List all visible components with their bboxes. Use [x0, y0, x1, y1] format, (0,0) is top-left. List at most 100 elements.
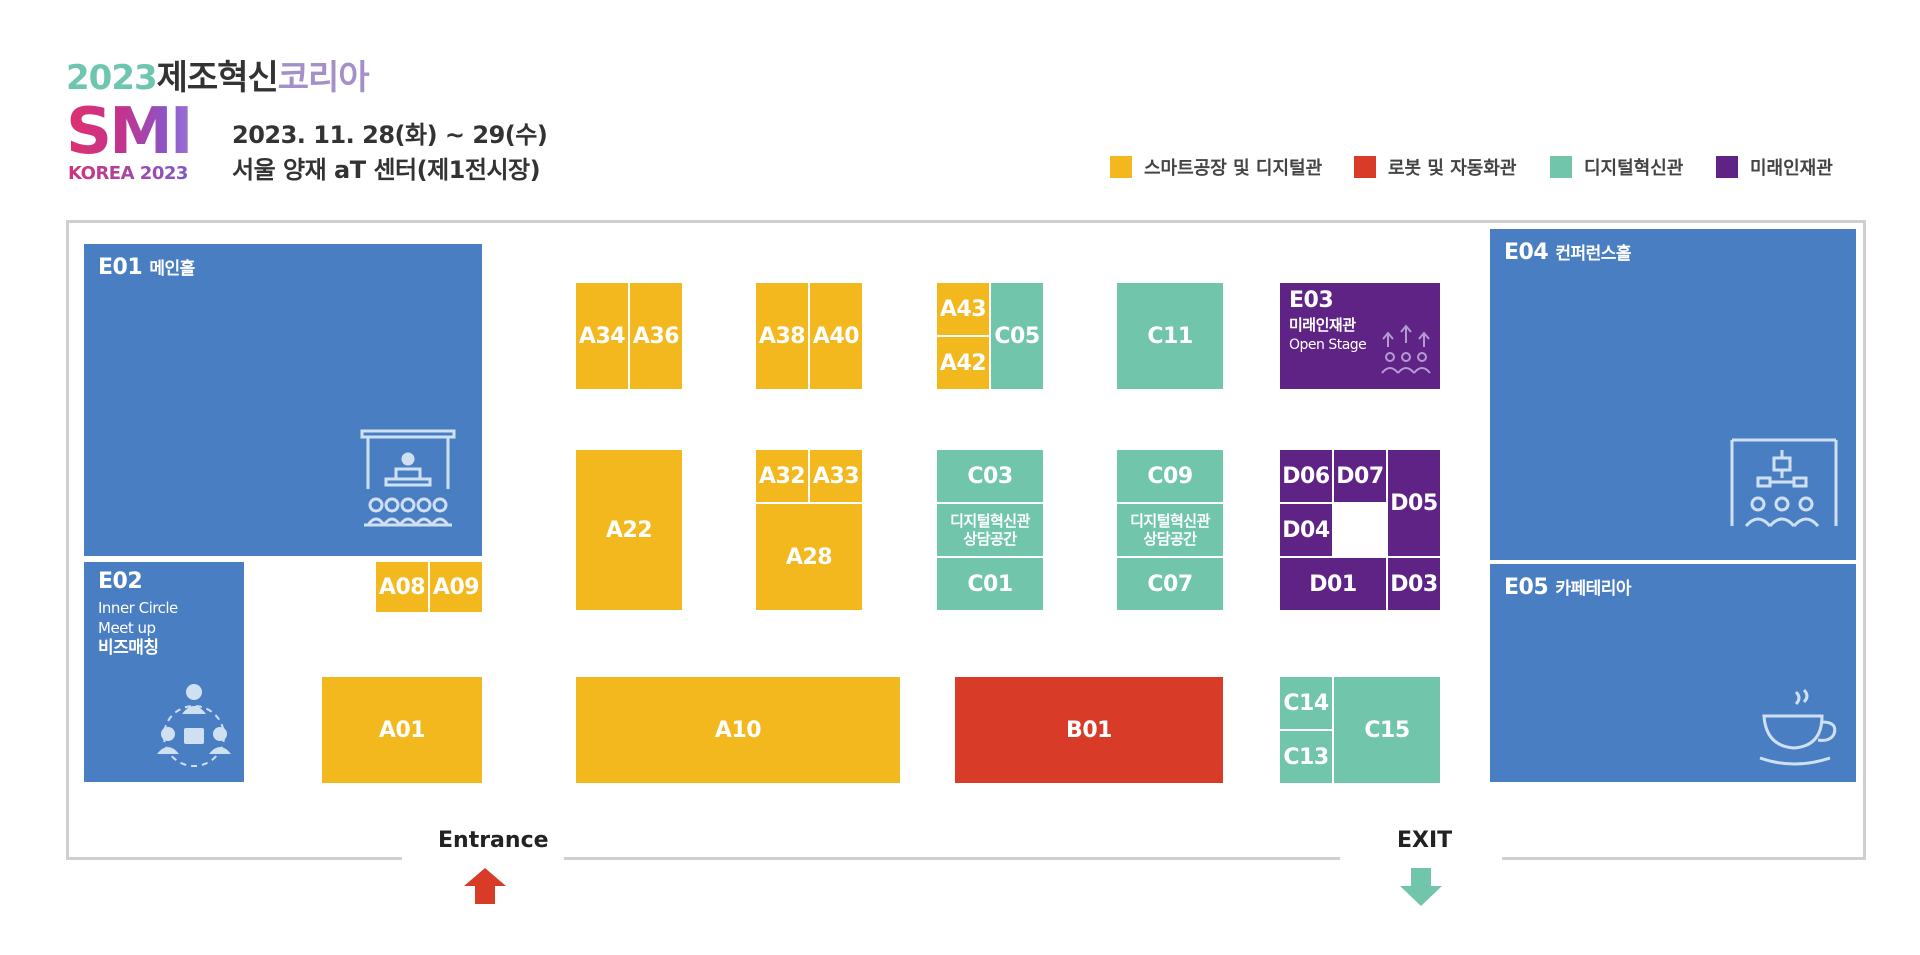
booth-a10[interactable]: A10 — [576, 677, 900, 783]
title-sub: 코리아 — [277, 58, 370, 98]
booth-a22[interactable]: A22 — [576, 450, 682, 610]
entrance-arrow-icon — [464, 868, 506, 904]
booth-a42[interactable]: A42 — [937, 337, 989, 389]
booth-c09[interactable]: C09 — [1117, 450, 1223, 502]
booth-a43[interactable]: A43 — [937, 283, 989, 335]
hall-e03-line2: Open Stage — [1289, 337, 1367, 353]
hall-code: E01 — [98, 255, 143, 280]
entrance-gap — [402, 856, 564, 864]
legend-label: 디지털혁신관 — [1584, 158, 1684, 179]
consultation-area-left[interactable]: 디지털혁신관 상담공간 — [937, 504, 1043, 556]
booth-a08[interactable]: A08 — [378, 574, 426, 600]
booth-group-c14-c13-c15: C14 C13 C15 — [1280, 677, 1440, 783]
booth-a09[interactable]: A09 — [432, 574, 480, 600]
event-title: 2023제조혁신코리아 — [66, 50, 370, 99]
hall-code: E04 — [1504, 240, 1549, 265]
divider — [756, 502, 862, 504]
booth-c14[interactable]: C14 — [1280, 677, 1332, 729]
booth-a08-a09: A08 A09 — [376, 562, 482, 612]
consultation-area-right[interactable]: 디지털혁신관 상담공간 — [1117, 504, 1223, 556]
hall-e03[interactable]: E03 미래인재관 Open Stage — [1280, 283, 1440, 389]
booth-group-d: D06 D07 D05 D04 D01 D03 — [1280, 450, 1440, 610]
booth-a32[interactable]: A32 — [758, 463, 806, 489]
booth-d04[interactable]: D04 — [1280, 504, 1332, 556]
booth-group-c09-c07: C09 디지털혁신관 상담공간 C07 — [1117, 450, 1223, 610]
legend-swatch — [1354, 156, 1376, 178]
legend-swatch — [1550, 156, 1572, 178]
hall-e02-line2: Meet up — [98, 619, 156, 637]
hall-e03-line1: 미래인재관 — [1289, 316, 1356, 334]
growth-people-icon — [1381, 324, 1431, 374]
legend-swatch — [1716, 156, 1738, 178]
hall-e03-label: E03 미래인재관 Open Stage — [1289, 288, 1367, 355]
divider — [428, 562, 430, 612]
networking-group-icon — [157, 684, 231, 767]
legend-label: 스마트공장 및 디지털관 — [1144, 158, 1323, 179]
legend-swatch — [1110, 156, 1132, 178]
booth-c03[interactable]: C03 — [937, 450, 1043, 502]
booth-a28[interactable]: A28 — [785, 544, 833, 570]
booth-c11[interactable]: C11 — [1117, 283, 1223, 389]
entrance-label: Entrance — [438, 828, 549, 853]
legend-item-future-talent: 미래인재관 — [1716, 155, 1833, 179]
hall-e02-line1: Inner Circle — [98, 599, 178, 617]
booth-a33[interactable]: A33 — [812, 463, 860, 489]
booth-d05[interactable]: D05 — [1388, 450, 1440, 556]
booth-b01[interactable]: B01 — [955, 677, 1223, 783]
booth-c15[interactable]: C15 — [1334, 677, 1440, 783]
booth-a01[interactable]: A01 — [322, 677, 482, 783]
hall-e04[interactable]: E04 컨퍼런스홀 — [1490, 229, 1856, 560]
booth-group-a38-a40: A38 A40 — [756, 283, 862, 389]
booth-d01[interactable]: D01 — [1280, 558, 1386, 610]
hall-name: 컨퍼런스홀 — [1555, 244, 1632, 264]
divider — [628, 283, 630, 389]
coffee-cup-icon — [1759, 688, 1837, 766]
divider — [808, 450, 810, 502]
hall-e05-label: E05 카페테리아 — [1504, 574, 1632, 600]
smi-logo: SMI KOREA 2023 — [66, 97, 216, 187]
conference-screen-icon — [1730, 438, 1838, 528]
event-venue: 서울 양재 aT 센터(제1전시장) — [232, 156, 541, 184]
hall-code: E05 — [1504, 575, 1549, 600]
hall-name: 카페테리아 — [1555, 579, 1632, 599]
exit-label: EXIT — [1397, 828, 1453, 853]
booth-c13[interactable]: C13 — [1280, 731, 1332, 783]
exit-arrow-icon — [1400, 868, 1442, 906]
title-main: 제조혁신 — [156, 58, 279, 98]
presentation-stage-icon — [360, 429, 456, 527]
hall-code: E03 — [1289, 288, 1334, 313]
legend-item-robot: 로봇 및 자동화관 — [1354, 155, 1516, 179]
hall-e05[interactable]: E05 카페테리아 — [1490, 564, 1856, 782]
legend-item-digital-innovation: 디지털혁신관 — [1550, 155, 1683, 179]
logo-smi-text: SMI — [66, 95, 194, 169]
title-year: 2023 — [66, 58, 158, 98]
hall-name: 메인홀 — [149, 259, 195, 279]
hall-code: E02 — [98, 569, 143, 594]
booth-a38[interactable]: A38 — [758, 323, 806, 349]
booth-d03[interactable]: D03 — [1388, 558, 1440, 610]
event-date: 2023. 11. 28(화) ~ 29(수) — [232, 121, 548, 149]
booth-group-a43-a42-c05: A43 A42 C05 — [937, 283, 1043, 389]
booth-a34[interactable]: A34 — [578, 323, 626, 349]
booth-c05[interactable]: C05 — [991, 283, 1043, 389]
booth-group-a34-a36: A34 A36 — [576, 283, 682, 389]
booth-a40[interactable]: A40 — [812, 323, 860, 349]
booth-c07[interactable]: C07 — [1117, 558, 1223, 610]
booth-group-a32-a33-a28: A32 A33 A28 — [756, 450, 862, 610]
hall-e01[interactable]: E01 메인홀 — [84, 244, 482, 556]
booth-c01[interactable]: C01 — [937, 558, 1043, 610]
exhibition-hall-outline — [66, 220, 1866, 860]
booth-group-c03-c01: C03 디지털혁신관 상담공간 C01 — [937, 450, 1043, 610]
divider — [808, 283, 810, 389]
logo-korea-text: KOREA 2023 — [68, 163, 188, 184]
hall-e02[interactable]: E02 Inner Circle Meet up 비즈매칭 — [84, 562, 244, 782]
hall-e04-label: E04 컨퍼런스홀 — [1504, 239, 1632, 265]
booth-a36[interactable]: A36 — [632, 323, 680, 349]
booth-d06[interactable]: D06 — [1280, 450, 1332, 502]
hall-e02-line3: 비즈매칭 — [98, 638, 159, 658]
hall-e02-label: E02 Inner Circle Meet up 비즈매칭 — [98, 569, 178, 659]
legend-label: 미래인재관 — [1750, 158, 1833, 179]
exit-gap — [1340, 856, 1502, 864]
hall-e01-label: E01 메인홀 — [98, 254, 195, 280]
booth-d07[interactable]: D07 — [1334, 450, 1386, 502]
